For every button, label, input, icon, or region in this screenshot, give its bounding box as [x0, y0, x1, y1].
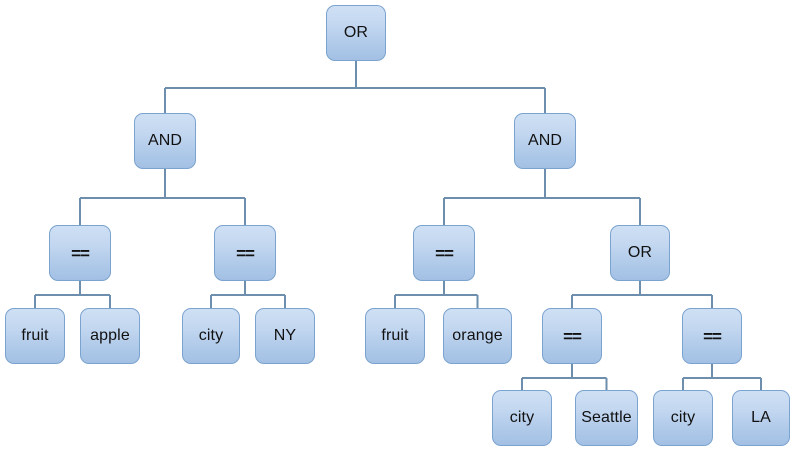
tree-node-label: LA — [751, 409, 771, 426]
tree-node-equals[interactable]: == — [413, 225, 475, 281]
tree-node-or[interactable]: OR — [326, 5, 386, 61]
tree-node-la[interactable]: LA — [732, 390, 790, 446]
tree-node-label: == — [703, 326, 722, 346]
tree-node-city[interactable]: city — [653, 390, 713, 446]
tree-node-and[interactable]: AND — [514, 113, 576, 169]
tree-node-equals[interactable]: == — [542, 308, 602, 364]
tree-node-label: == — [435, 243, 454, 263]
tree-node-label: AND — [527, 132, 563, 149]
tree-node-label: fruit — [381, 327, 409, 344]
tree-node-or[interactable]: OR — [610, 225, 670, 281]
tree-node-label: city — [670, 409, 696, 426]
tree-node-seattle[interactable]: Seattle — [575, 390, 638, 446]
tree-node-label: OR — [343, 24, 369, 41]
tree-node-label: fruit — [21, 327, 49, 344]
tree-node-and[interactable]: AND — [134, 113, 196, 169]
tree-node-label: OR — [627, 244, 653, 261]
tree-node-label: city — [198, 327, 224, 344]
tree-node-ny[interactable]: NY — [255, 308, 315, 364]
tree-node-label: NY — [273, 327, 297, 344]
tree-node-label: == — [563, 326, 582, 346]
tree-node-label: city — [509, 409, 535, 426]
tree-node-orange[interactable]: orange — [443, 308, 512, 364]
tree-node-label: == — [236, 243, 255, 263]
tree-node-apple[interactable]: apple — [80, 308, 140, 364]
tree-node-fruit[interactable]: fruit — [5, 308, 65, 364]
tree-node-label: == — [71, 243, 90, 263]
tree-node-label: Seattle — [581, 409, 632, 426]
tree-node-label: apple — [90, 327, 130, 344]
tree-node-label: orange — [452, 327, 503, 344]
tree-node-equals[interactable]: == — [214, 225, 276, 281]
tree-node-city[interactable]: city — [492, 390, 552, 446]
tree-node-fruit[interactable]: fruit — [365, 308, 425, 364]
tree-node-label: AND — [147, 132, 183, 149]
tree-node-equals[interactable]: == — [682, 308, 742, 364]
tree-node-equals[interactable]: == — [49, 225, 111, 281]
tree-node-city[interactable]: city — [182, 308, 240, 364]
